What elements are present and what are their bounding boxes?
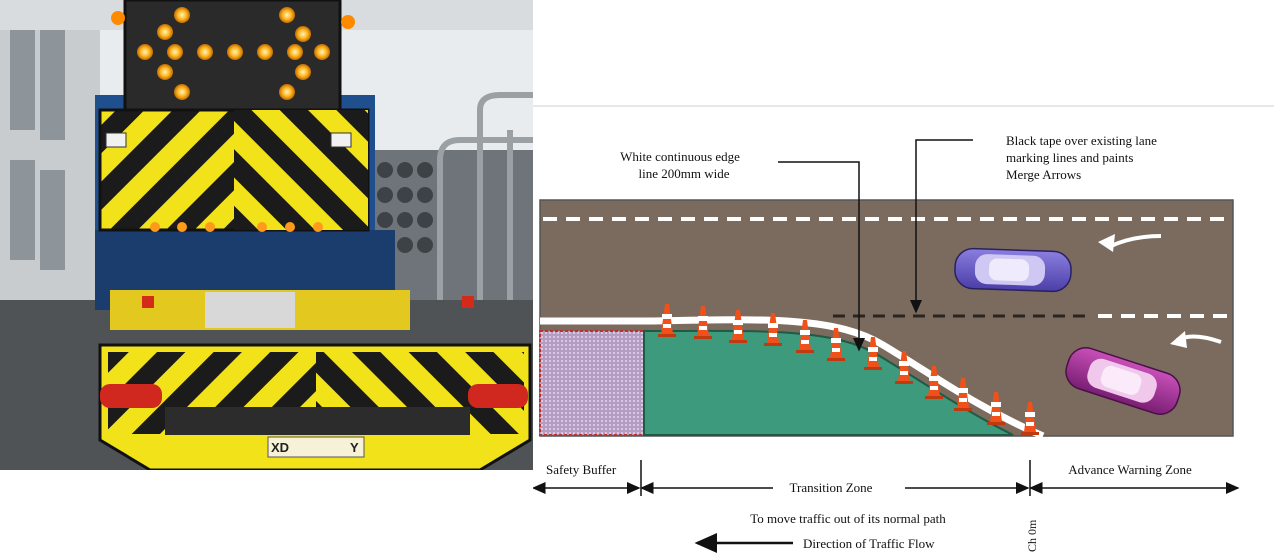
advance-warning-label: Advance Warning Zone bbox=[1068, 462, 1192, 477]
tape-callout-1: Black tape over existing lane bbox=[1006, 133, 1157, 148]
bumper bbox=[165, 407, 470, 435]
edge-line-leader bbox=[778, 161, 865, 352]
licence-plate-left: XD bbox=[271, 440, 289, 455]
direction-text: Direction of Traffic Flow bbox=[803, 536, 935, 551]
transition-zone-label: Transition Zone bbox=[790, 480, 873, 495]
edge-line bbox=[540, 316, 1045, 440]
edge-line-callout-2: line 200mm wide bbox=[639, 166, 730, 181]
tail-light-left bbox=[100, 384, 162, 408]
truck-photo: XD Y bbox=[0, 0, 533, 470]
traffic-cones bbox=[658, 304, 1039, 435]
safety-buffer-label: Safety Buffer bbox=[546, 462, 617, 477]
licence-plate bbox=[267, 436, 365, 458]
merge-arrow-head-upper bbox=[1098, 234, 1115, 252]
chainage-label: Ch 0m bbox=[1025, 519, 1039, 552]
pipe-stack bbox=[370, 150, 533, 300]
car-lower bbox=[1065, 347, 1181, 415]
edge-line-callout-1: White continuous edge bbox=[620, 149, 740, 164]
purpose-text: To move traffic out of its normal path bbox=[750, 511, 946, 526]
arrow-board-lamps bbox=[137, 7, 330, 100]
merge-arrow-head-lower bbox=[1170, 331, 1187, 348]
tape-callout-2: marking lines and paints bbox=[1006, 150, 1133, 165]
car-upper bbox=[954, 247, 1072, 293]
tail-light-right bbox=[468, 384, 528, 408]
licence-plate-right: Y bbox=[350, 440, 359, 455]
tape-leader bbox=[910, 139, 973, 314]
traffic-diagram: White continuous edge line 200mm wide Bl… bbox=[533, 105, 1274, 553]
safety-buffer-area bbox=[539, 330, 645, 436]
tape-callout-3: Merge Arrows bbox=[1006, 167, 1081, 182]
taper-area bbox=[643, 329, 1014, 436]
